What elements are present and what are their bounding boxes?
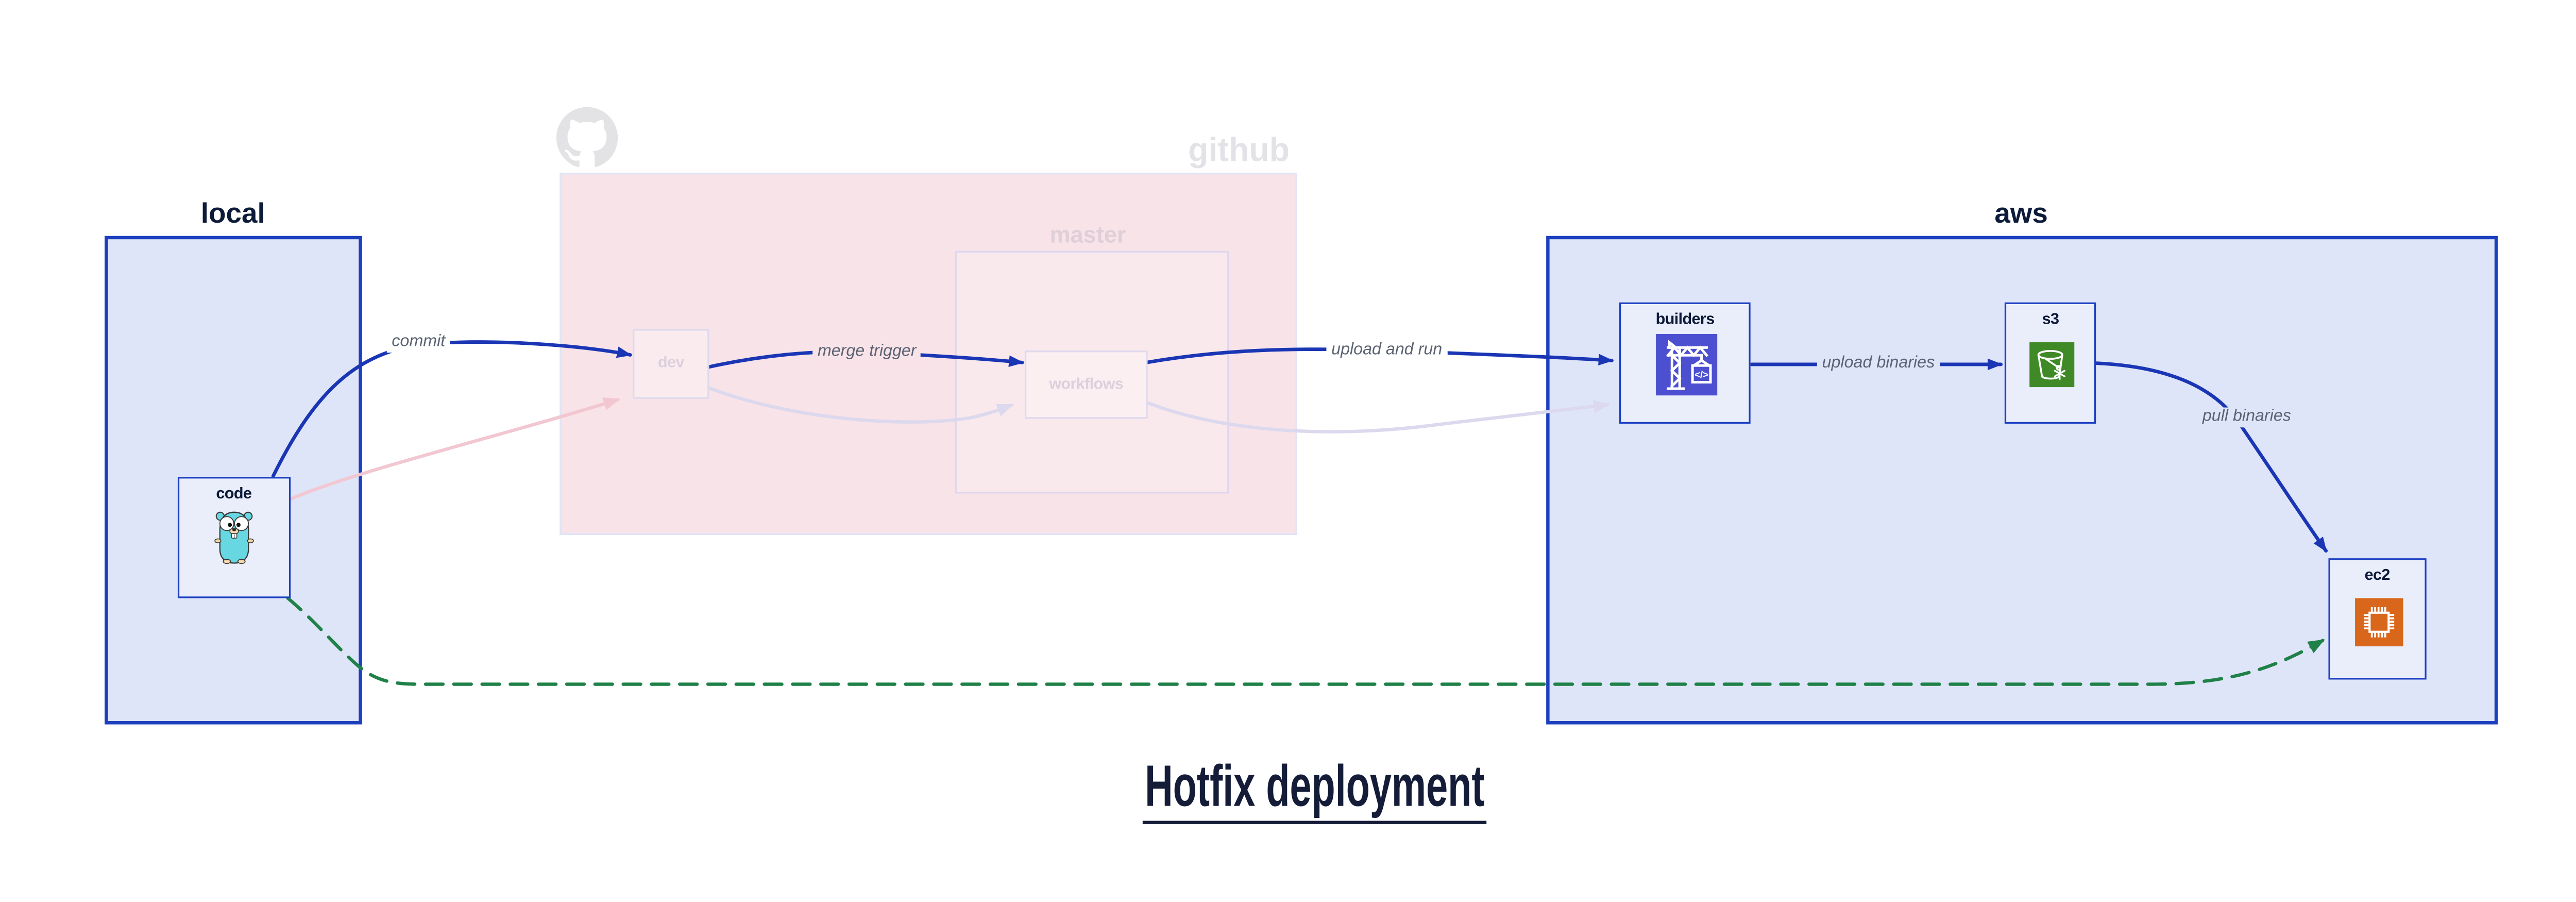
node-ec2-label: ec2	[2364, 567, 2391, 586]
edge-label-upload-and-run: upload and run	[1326, 341, 1447, 360]
edge-label-commit: commit	[386, 332, 450, 352]
group-github-label: github	[1188, 132, 1290, 170]
node-dev: dev	[633, 329, 709, 398]
node-code-label: code	[216, 485, 252, 504]
node-s3-label: s3	[2042, 310, 2059, 328]
edge-label-upload-binaries: upload binaries	[1817, 355, 1940, 374]
s3-bucket-icon	[2029, 341, 2075, 388]
node-workflows-label: workflows	[1049, 375, 1124, 394]
node-s3: s3	[2005, 302, 2096, 424]
github-octocat-icon	[556, 106, 618, 166]
go-gopher-icon	[214, 511, 254, 564]
node-ec2: ec2	[2328, 559, 2427, 681]
group-aws-label: aws	[1994, 197, 2048, 229]
github-master-branch-box	[955, 250, 1230, 494]
crane-code-icon: </>	[1655, 334, 1718, 396]
edge-label-merge-trigger: merge trigger	[812, 343, 922, 362]
node-dev-label: dev	[658, 355, 685, 373]
github-master-label: master	[1049, 220, 1126, 247]
diagram-title: Hotfix deployment	[1142, 758, 1487, 824]
node-code: code	[177, 477, 290, 598]
node-builders-label: builders	[1655, 310, 1715, 329]
svg-text:</>: </>	[1694, 369, 1708, 379]
node-builders: builders </>	[1619, 302, 1751, 424]
node-workflows: workflows	[1024, 350, 1148, 419]
group-local-label: local	[200, 197, 265, 229]
edge-label-pull-binaries: pull binaries	[2197, 408, 2296, 427]
cpu-chip-icon	[2354, 597, 2404, 647]
